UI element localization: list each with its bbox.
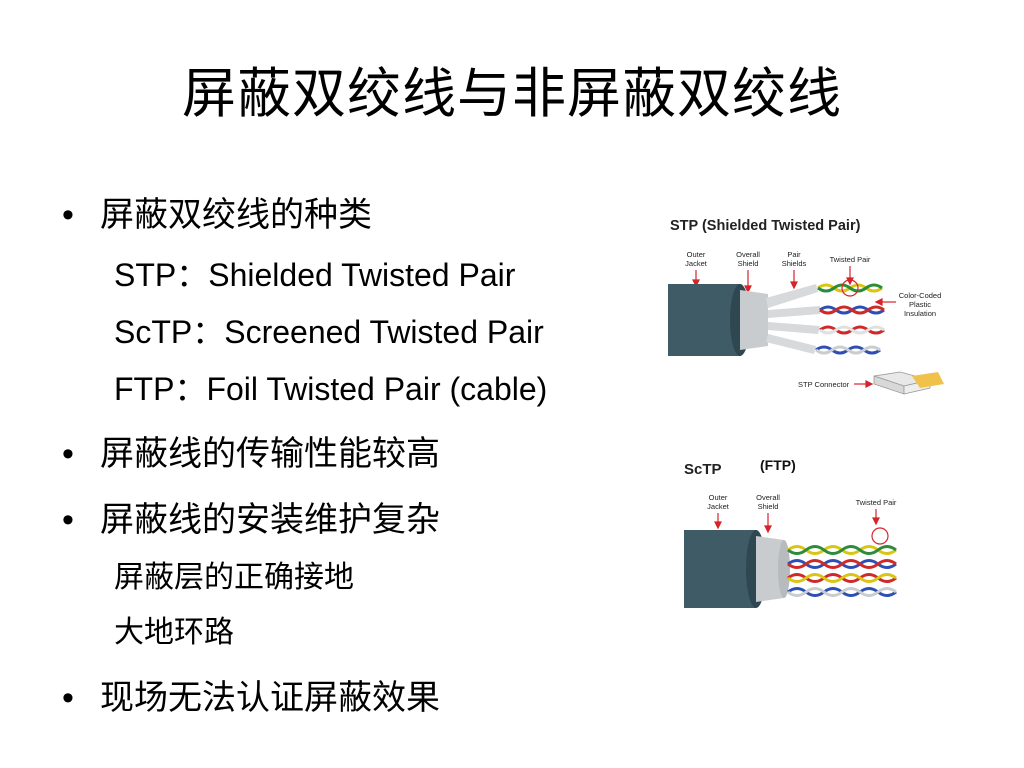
stp-label-overall-shield: Shield [738, 259, 759, 268]
bullet-text: 现场无法认证屏蔽效果 [100, 678, 440, 718]
sctp-cable-body [684, 530, 790, 608]
stp-label-pair-shields: Pair [787, 250, 801, 259]
sctp-label-outer-jacket: Jacket [707, 502, 730, 511]
bullet-text: 屏蔽双绞线的种类 [100, 195, 372, 235]
sub-bullet-text: 大地环路 [114, 615, 234, 650]
stp-label-outer-jacket: Outer [687, 250, 706, 259]
stp-label-connector: STP Connector [798, 380, 850, 389]
stp-label-twisted-pair: Twisted Pair [830, 255, 871, 264]
stp-label-outer-jacket: Jacket [685, 259, 708, 268]
stp-connector-icon [873, 371, 944, 395]
stp-label-overall-shield: Overall [736, 250, 760, 259]
sub-bullet-text: 屏蔽层的正确接地 [114, 560, 354, 595]
stp-cable-body [668, 284, 820, 356]
stp-label-color-coded: Plastic [909, 300, 931, 309]
twisted-pair-wires [815, 283, 885, 355]
bullet-dot: • [62, 435, 74, 473]
sctp-label-overall-shield: Shield [758, 502, 779, 511]
stp-figure-title: STP (Shielded Twisted Pair) [670, 218, 861, 234]
bullet-dot: • [62, 196, 74, 234]
sctp-label-outer-jacket: Outer [709, 493, 728, 502]
bullet-text: 屏蔽线的安装维护复杂 [100, 500, 440, 540]
bullet-dot: • [62, 501, 74, 539]
sub-bullet-text: ScTP：Screened Twisted Pair [114, 314, 544, 350]
sctp-label-overall-shield: Overall [756, 493, 780, 502]
ftp-figure-subtitle: (FTP) [760, 457, 796, 473]
sctp-label-twisted-pair: Twisted Pair [856, 498, 897, 507]
stp-label-color-coded: Insulation [904, 309, 936, 318]
slide-title: 屏蔽双绞线与非屏蔽双绞线 [182, 62, 842, 125]
sub-bullet-text: STP：Shielded Twisted Pair [114, 257, 516, 293]
highlight-circle [871, 527, 889, 545]
bullet-dot: • [62, 679, 74, 717]
highlight-circle [841, 279, 859, 297]
stp-label-color-coded: Color-Coded [899, 291, 942, 300]
stp-label-pair-shields: Shields [782, 259, 807, 268]
sctp-cable-figure: ScTP (FTP) Outer Jacket Overall Shield T… [680, 452, 910, 632]
sub-bullet-text: FTP：Foil Twisted Pair (cable) [114, 371, 548, 407]
stp-cable-figure: STP (Shielded Twisted Pair) Outer Jacket… [668, 210, 948, 400]
bullet-text: 屏蔽线的传输性能较高 [100, 434, 440, 474]
twisted-pair-wires [787, 545, 897, 597]
sctp-figure-title: ScTP [684, 461, 722, 478]
arrow-icon [692, 266, 896, 388]
arrow-icon [714, 509, 880, 534]
